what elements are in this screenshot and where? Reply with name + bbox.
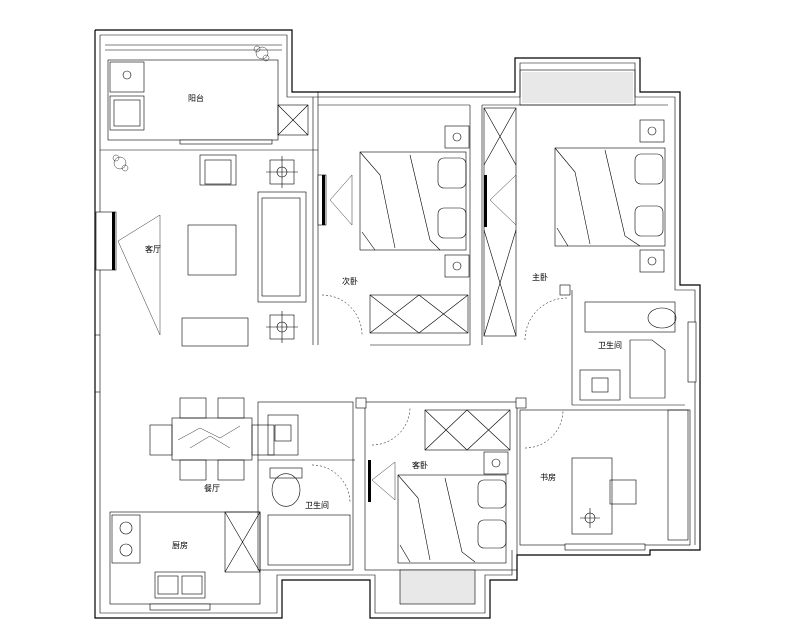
chair — [179, 397, 207, 419]
study-door — [524, 409, 564, 449]
guest-door — [371, 407, 411, 446]
chair — [149, 424, 173, 456]
chair — [251, 424, 275, 456]
window-pad — [519, 69, 636, 106]
plant-icon — [112, 154, 129, 172]
living-room-label: 客厅 — [145, 244, 161, 254]
master-door — [524, 297, 568, 341]
toilet-icon — [271, 473, 301, 507]
lamp-icon — [580, 508, 600, 528]
bed-icon — [359, 151, 467, 251]
nightstand-icon — [639, 119, 665, 143]
bath-door — [311, 464, 351, 504]
master-bathroom-label: 卫生间 — [598, 340, 622, 350]
bed-icon — [554, 147, 666, 247]
bookshelf — [667, 409, 689, 541]
master-bedroom: 主卧 — [481, 104, 668, 345]
second-bedroom: 次卧 — [317, 104, 471, 346]
wall-details — [95, 284, 571, 409]
lamp-icon — [266, 156, 298, 188]
nightstand-icon — [444, 125, 470, 149]
sink-icon — [109, 95, 145, 131]
dining-label: 餐厅 — [204, 484, 220, 493]
plant-icon — [253, 45, 270, 62]
kitchen-room: 厨房 — [109, 511, 261, 611]
bedroom2-door — [321, 294, 363, 336]
toilet-icon — [647, 307, 677, 329]
guest-bedroom-label: 客卧 — [412, 460, 428, 470]
kitchen-window — [149, 603, 211, 611]
chair — [609, 479, 637, 505]
shaft-box — [277, 104, 309, 136]
bed-icon — [397, 474, 507, 564]
second-bedroom-label: 次卧 — [342, 276, 358, 286]
nightstand-icon — [639, 249, 665, 273]
sofa-icon — [257, 191, 307, 303]
desk — [571, 457, 613, 535]
wardrobe — [369, 294, 469, 334]
stove-icon — [111, 514, 141, 564]
bathroom-label: 卫生间 — [305, 500, 329, 510]
lamp-icon — [266, 311, 298, 343]
washer-icon — [109, 61, 145, 93]
chair — [217, 459, 245, 481]
sink-icon — [267, 414, 299, 456]
study-label: 书房 — [540, 472, 556, 482]
balcony-label: 阳台 — [188, 93, 204, 103]
nightstand-icon — [444, 254, 470, 278]
guest-bathroom: 卫生间 — [257, 401, 355, 571]
coffee-table — [187, 224, 237, 276]
study-room: 书房 — [519, 409, 691, 551]
bath-window — [687, 321, 697, 383]
balcony-sliding-door — [179, 139, 273, 145]
master-bathroom: 卫生间 — [571, 290, 697, 406]
sink-icon — [154, 571, 206, 599]
balcony-room: 阳台 — [105, 44, 309, 145]
nightstand-icon — [483, 451, 509, 475]
window-pad — [399, 569, 476, 605]
living-window — [95, 211, 117, 271]
outer-walls — [94, 29, 701, 619]
kitchen-label: 厨房 — [172, 540, 188, 550]
study-window — [564, 543, 646, 551]
living-room: 客厅 — [95, 92, 319, 347]
dining-room: 餐厅 — [149, 397, 275, 493]
sink-icon — [579, 369, 621, 401]
armchair-icon — [199, 154, 237, 186]
guest-wardrobe — [424, 409, 511, 451]
fridge-box — [224, 511, 261, 573]
master-bedroom-label: 主卧 — [532, 272, 548, 282]
chair — [179, 459, 207, 481]
chair — [217, 397, 245, 419]
dining-table — [171, 417, 253, 461]
guest-bedroom: 客卧 — [364, 401, 518, 571]
tv-cabinet — [181, 317, 249, 347]
master-wardrobe — [483, 107, 517, 337]
